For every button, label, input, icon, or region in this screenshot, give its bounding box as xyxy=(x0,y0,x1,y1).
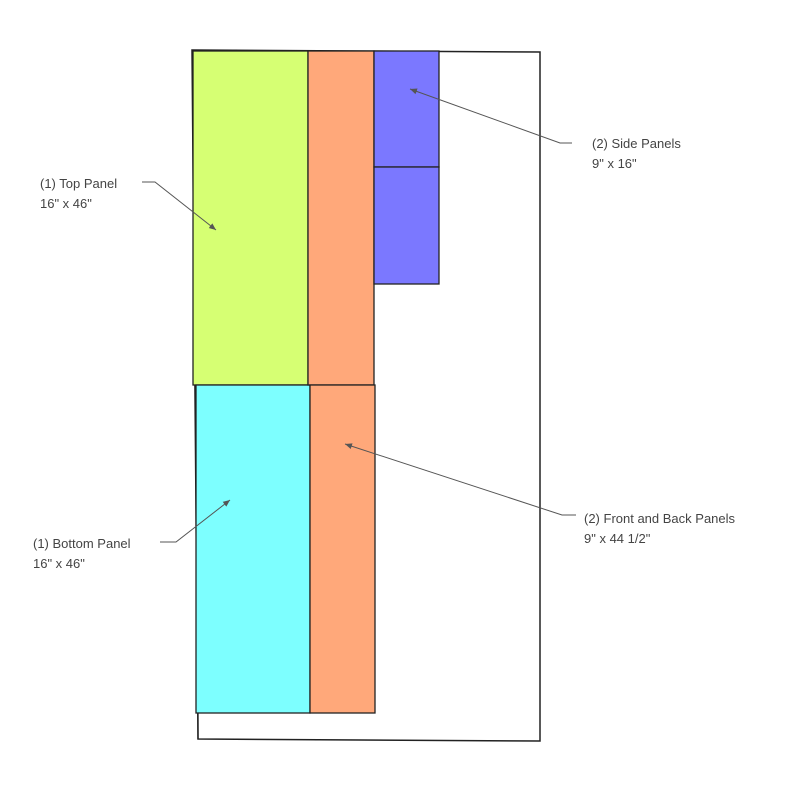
side-panel-piece xyxy=(373,166,440,285)
bottom-panel-name: (1) Bottom Panel xyxy=(33,536,131,551)
leader-lines xyxy=(142,88,576,543)
top-panel-leader xyxy=(142,181,217,231)
side-panels-size: 9" x 16" xyxy=(592,156,637,171)
front-back-panels-leader xyxy=(344,443,576,516)
side-panel-piece xyxy=(373,50,440,168)
front-back-panels-size: 9" x 44 1/2" xyxy=(584,531,651,546)
front-back-panels-name: (2) Front and Back Panels xyxy=(584,511,736,526)
bottom-panel-label: (1) Bottom Panel 16" x 46" xyxy=(33,536,131,571)
top-panel-size: 16" x 46" xyxy=(40,196,92,211)
side-panels-label: (2) Side Panels 9" x 16" xyxy=(592,136,681,171)
side-panels-name: (2) Side Panels xyxy=(592,136,681,151)
front-back-panels-label: (2) Front and Back Panels 9" x 44 1/2" xyxy=(584,511,736,546)
side-panels-leader xyxy=(409,88,572,144)
top-panel-piece xyxy=(192,50,309,386)
back-panel-piece xyxy=(309,384,376,714)
top-panel-label: (1) Top Panel 16" x 46" xyxy=(40,176,117,211)
front-panel-piece xyxy=(307,50,375,386)
bottom-panel-leader xyxy=(160,499,231,543)
top-panel-name: (1) Top Panel xyxy=(40,176,117,191)
bottom-panel-size: 16" x 46" xyxy=(33,556,85,571)
bottom-panel-piece xyxy=(195,384,311,714)
